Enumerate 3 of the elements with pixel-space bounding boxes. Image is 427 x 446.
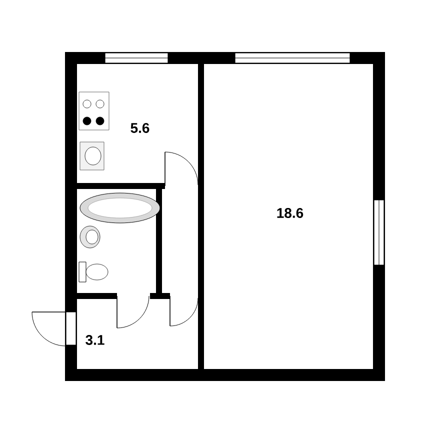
area-label: 18.6 xyxy=(277,208,304,218)
area-label: 3.1 xyxy=(86,335,104,345)
area-label: 5.6 xyxy=(130,123,150,133)
